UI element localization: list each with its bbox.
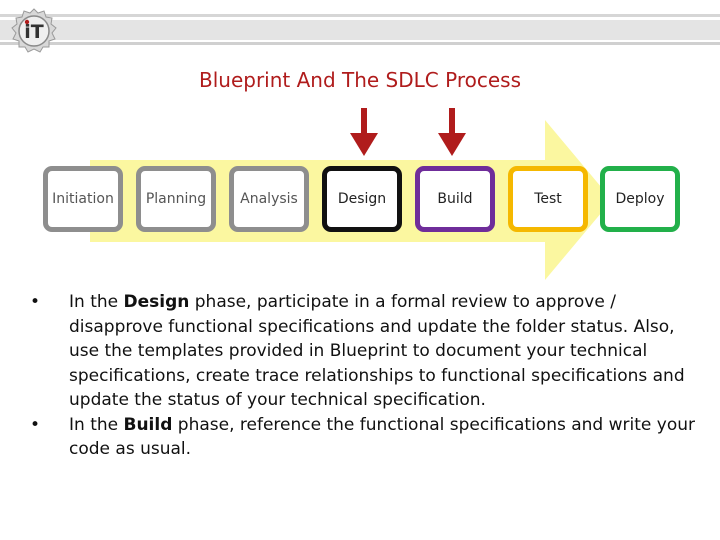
marker-arrow-design [350, 108, 378, 156]
bullet-item-design: • In the Design phase, participate in a … [26, 290, 706, 413]
bullet-item-build: • In the Build phase, reference the func… [26, 413, 706, 462]
phase-design: Design [322, 166, 402, 232]
phase-test: Test [508, 166, 588, 232]
phase-label: Build [437, 191, 473, 207]
bullet-text-post: phase, participate in a formal review to… [69, 292, 685, 410]
phase-label: Deploy [615, 191, 665, 207]
header-band [0, 14, 720, 48]
phase-analysis: Analysis [229, 166, 309, 232]
phase-label: Initiation [52, 191, 114, 207]
bullet-text-bold: Build [123, 414, 173, 435]
phase-initiation: Initiation [43, 166, 123, 232]
bullet-text-pre: In the [69, 292, 124, 312]
marker-arrow-build [438, 108, 466, 156]
phase-build: Build [415, 166, 495, 232]
svg-text:iT: iT [24, 21, 44, 43]
phase-label: Design [337, 191, 387, 207]
phase-label: Test [534, 191, 562, 207]
phase-label: Planning [145, 191, 207, 207]
bullet-text-bold: Design [123, 292, 190, 312]
bullet-list: • In the Design phase, participate in a … [26, 290, 706, 462]
company-logo: iT [10, 8, 58, 56]
phase-deploy: Deploy [600, 166, 680, 232]
bullet-text-pre: In the [69, 414, 124, 435]
bullet-marker: • [30, 292, 41, 312]
phase-planning: Planning [136, 166, 216, 232]
phase-label: Analysis [240, 191, 298, 207]
bullet-text-post: phase, reference the functional specific… [69, 414, 695, 460]
page-title: Blueprint And The SDLC Process [198, 68, 521, 92]
bullet-marker: • [30, 414, 41, 435]
